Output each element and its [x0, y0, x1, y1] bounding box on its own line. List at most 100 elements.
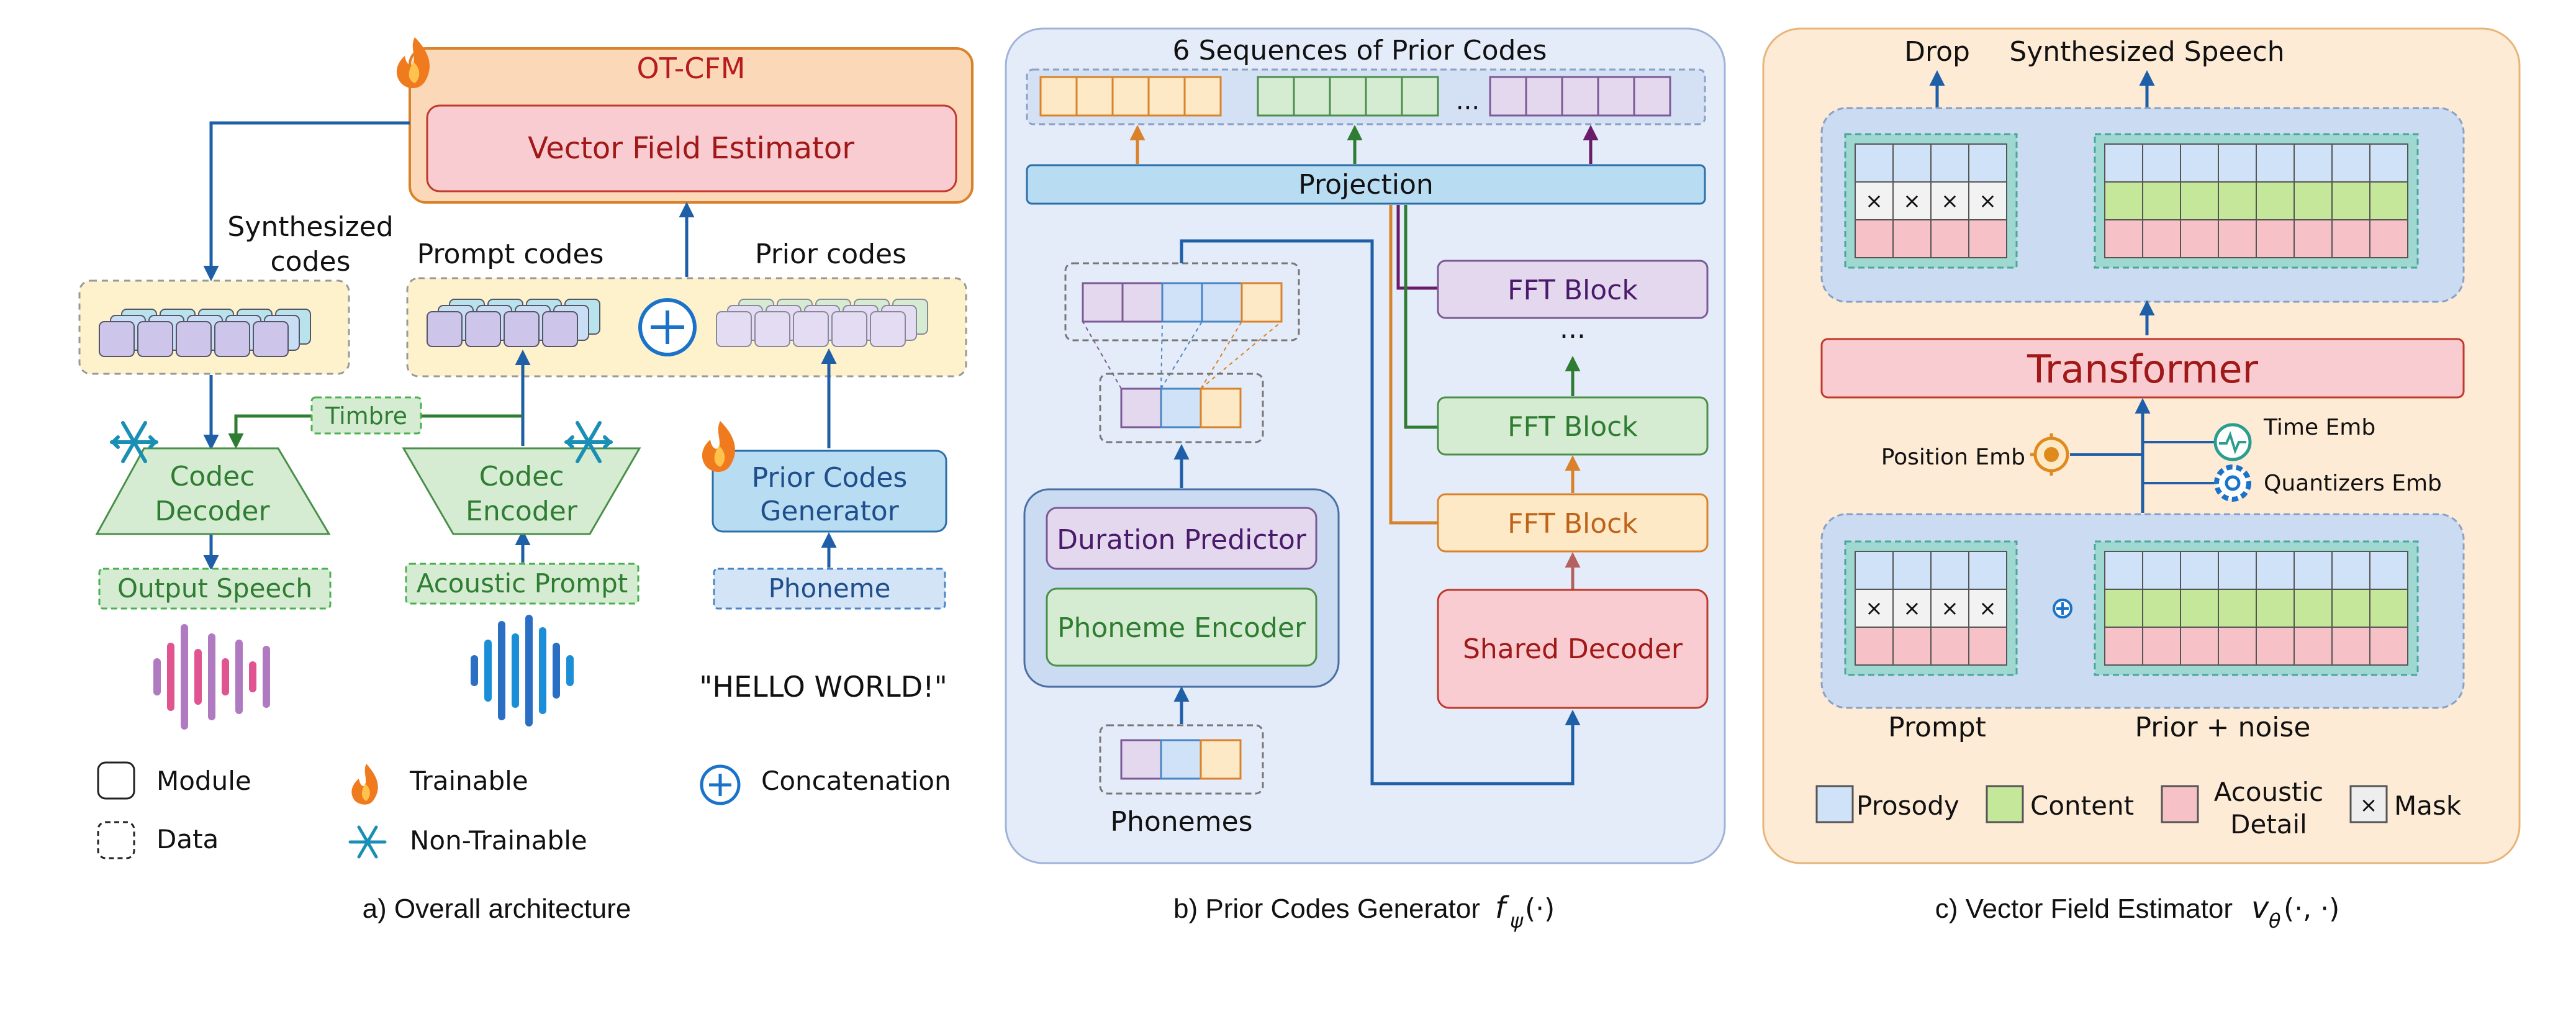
expansion-line [1160, 321, 1203, 389]
panel-a: OT-CFM Vector Field Estimator Synthesize… [78, 37, 974, 924]
projection-label: Projection [1298, 169, 1434, 201]
code-cell [870, 311, 906, 347]
grid-cell [1930, 181, 1969, 220]
caption-b-text: b) Prior Codes Generator [1173, 894, 1480, 924]
legend-module-swatch [97, 761, 135, 800]
quantizers-emb-label: Quantizers Emb [2264, 471, 2442, 496]
prior-codes-label: Prior codes [755, 238, 906, 270]
panel-c: Drop Synthesized Speech ×××× Transformer… [1762, 27, 2521, 933]
grid-cell [1968, 589, 2007, 628]
seq-cell [1489, 76, 1527, 117]
caption-b-math: f [1495, 890, 1509, 925]
grid-cell [2142, 551, 2181, 590]
output-grids: ×××× [1844, 133, 2419, 269]
grid-cell [2142, 219, 2181, 258]
grid-cell [2104, 181, 2143, 220]
output-speech-label: Output Speech [117, 573, 312, 604]
legend-acoustic-swatch [2161, 785, 2199, 823]
grid-cell [2331, 143, 2370, 183]
wave-bar [566, 655, 574, 686]
legend-module-label: Module [156, 766, 251, 796]
vfe-label: Vector Field Estimator [528, 131, 854, 166]
caption-c-text: c) Vector Field Estimator [1935, 894, 2233, 924]
grid-cell [2331, 551, 2370, 590]
fire-icon [396, 37, 430, 89]
mask-symbol: × [1865, 189, 1883, 214]
grid-cell [2104, 143, 2143, 183]
seq-cell [1597, 76, 1635, 117]
mask-symbol: × [1941, 596, 1959, 621]
fft-dots: ... [1560, 313, 1586, 345]
fft-block-bottom-label: FFT Block [1507, 508, 1638, 540]
token-cell [1161, 282, 1203, 323]
synth-codes-label-1: Synthesized [227, 211, 393, 243]
drop-label: Drop [1904, 36, 1970, 68]
grid-cell [1892, 219, 1932, 258]
mask-symbol: × [1979, 596, 1997, 621]
grid-cell [2331, 627, 2370, 666]
token-cell [1160, 387, 1202, 428]
codec-encoder-label-1: Codec [479, 461, 564, 492]
fft-block-bottom [1437, 493, 1709, 553]
phoneme-data [713, 568, 946, 610]
seq-cell [1329, 76, 1367, 117]
token-cell [1082, 282, 1124, 323]
shared-decoder-box [1437, 589, 1709, 709]
grid-cell [2256, 219, 2295, 258]
codec-encoder-box [402, 447, 641, 535]
legend-non-trainable-label: Non-Trainable [410, 825, 587, 856]
caption-b-args: (·) [1525, 893, 1555, 925]
wave-bar [181, 624, 188, 730]
time-emb-label: Time Emb [2263, 415, 2375, 440]
code-cell [716, 311, 752, 347]
phoneme-encoder-box [1046, 587, 1317, 667]
mask-symbol: × [1903, 189, 1921, 214]
prior-codes-stack [716, 299, 928, 347]
prior-seq-purple [1489, 76, 1671, 117]
grid-cell [2331, 181, 2370, 220]
grid-cell [2369, 219, 2408, 258]
wave-bar [249, 661, 256, 692]
codec-decoder-label-2: Decoder [155, 496, 270, 527]
grid-cell [1930, 589, 1969, 628]
legend-content-label: Content [2030, 790, 2134, 821]
grid-cell [2256, 181, 2295, 220]
fft-block-top [1437, 260, 1709, 319]
concat-icon [2053, 599, 2072, 618]
pcg-label-2: Generator [760, 496, 899, 527]
codec-encoder-label-2: Encoder [466, 496, 578, 527]
wave-bar [194, 649, 202, 705]
arrow-vfe-to-synth [203, 121, 410, 281]
concat-icon [638, 298, 697, 356]
grid-cell [2142, 181, 2181, 220]
ot-cfm-label: OT-CFM [637, 52, 746, 85]
line-quantizers-emb [2141, 430, 2214, 484]
mask-symbol: × [1979, 189, 1997, 214]
grid-cell [2256, 589, 2295, 628]
transformer-label: Transformer [2027, 346, 2259, 392]
seq-cell [1183, 76, 1222, 117]
legend-prosody-label: Prosody [1856, 790, 1959, 821]
grid-cell [1855, 219, 1894, 258]
grid-cell [1930, 143, 1969, 183]
encoded-tokens-data [1099, 373, 1264, 443]
legend-acoustic-label-2: Detail [2230, 809, 2307, 840]
time-emb-icon [2213, 423, 2252, 461]
code-cell [214, 321, 250, 357]
caption-a: a) Overall architecture [363, 894, 631, 924]
wave-bar [208, 633, 215, 720]
grid-cell [1968, 143, 2007, 183]
grid-cell [1855, 551, 1894, 590]
caption-b-sub: ψ [1510, 909, 1524, 933]
wave-bar [539, 627, 546, 714]
legend-trainable-label: Trainable [409, 766, 528, 796]
grid-cell [2369, 589, 2408, 628]
expanded-tokens [1082, 282, 1283, 323]
grid-cell [2104, 589, 2143, 628]
grid-cell [2142, 627, 2181, 666]
wave-bar [525, 615, 533, 727]
wave-bar [498, 621, 505, 720]
input-grids: ×××× [1844, 540, 2419, 676]
grid-cell [2294, 143, 2333, 183]
expansion-line [1200, 321, 1282, 389]
